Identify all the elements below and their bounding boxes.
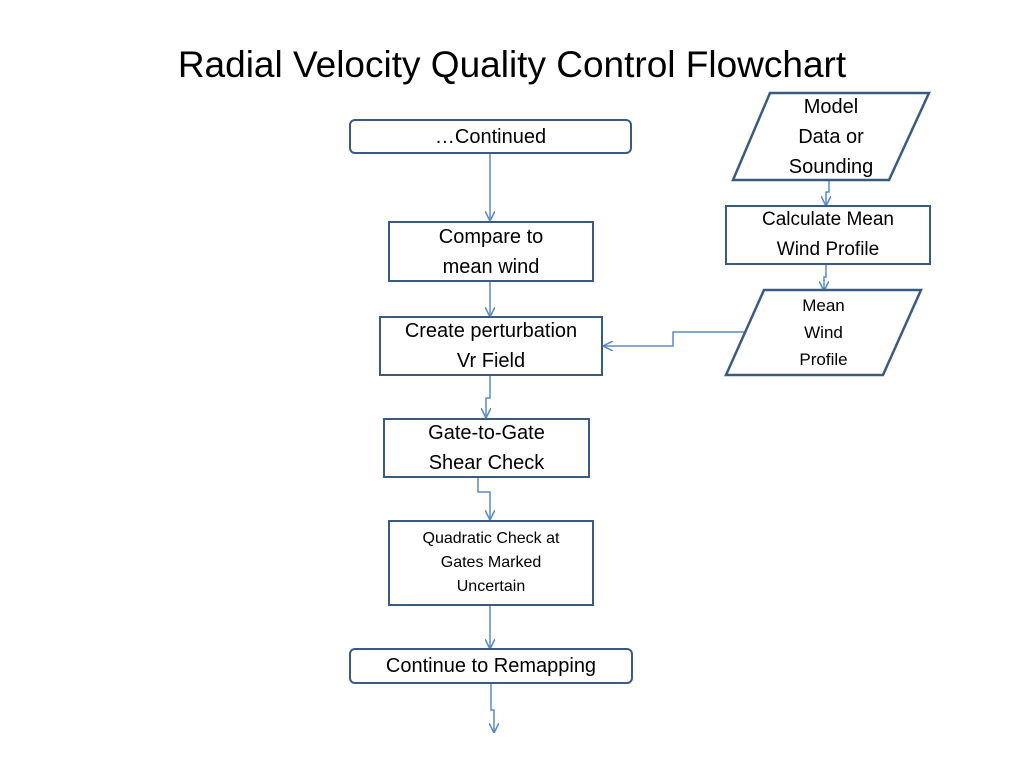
perturbation-label: Create perturbation Vr Field — [404, 320, 578, 372]
connector-perturbation-to-shear — [486, 376, 490, 417]
connector-model-to-calc — [826, 180, 829, 205]
remap-label: Continue to Remapping — [385, 655, 597, 677]
calc-mean-label: Calculate Mean Wind Profile — [761, 209, 895, 260]
model-data-shape — [731, 91, 931, 182]
connector-remap-to-next — [491, 684, 494, 732]
connector-calc-to-mean-profile — [824, 265, 826, 290]
connector-shear-to-quadratic — [477, 478, 490, 519]
mean-profile-label: Mean Wind Profile — [799, 296, 848, 369]
continued-node: …Continued — [349, 119, 632, 154]
remap-node: Continue to Remapping — [349, 648, 633, 684]
calc-mean-node: Calculate Mean Wind Profile — [725, 205, 931, 265]
gate-shear-label: Gate-to-Gate Shear Check — [428, 422, 545, 474]
continued-label: …Continued — [434, 125, 547, 148]
slide-title: Radial Velocity Quality Control Flowchar… — [177, 44, 847, 85]
gate-shear-node: Gate-to-Gate Shear Check — [383, 418, 590, 478]
connector-mean-profile-to-perturbation — [604, 331, 745, 346]
perturbation-node: Create perturbation Vr Field — [379, 316, 603, 376]
mean-profile-node: Mean Wind Profile — [726, 290, 921, 375]
model-data-node: Model Data or Sounding — [733, 93, 929, 180]
mean-profile-shape — [724, 288, 923, 377]
compare-node: Compare to mean wind — [388, 221, 594, 282]
quadratic-label: Quadratic Check at Gates Marked Uncertai… — [422, 530, 560, 595]
model-data-label: Model Data or Sounding — [788, 95, 874, 178]
quadratic-node: Quadratic Check at Gates Marked Uncertai… — [388, 520, 594, 606]
compare-label: Compare to mean wind — [438, 225, 544, 278]
